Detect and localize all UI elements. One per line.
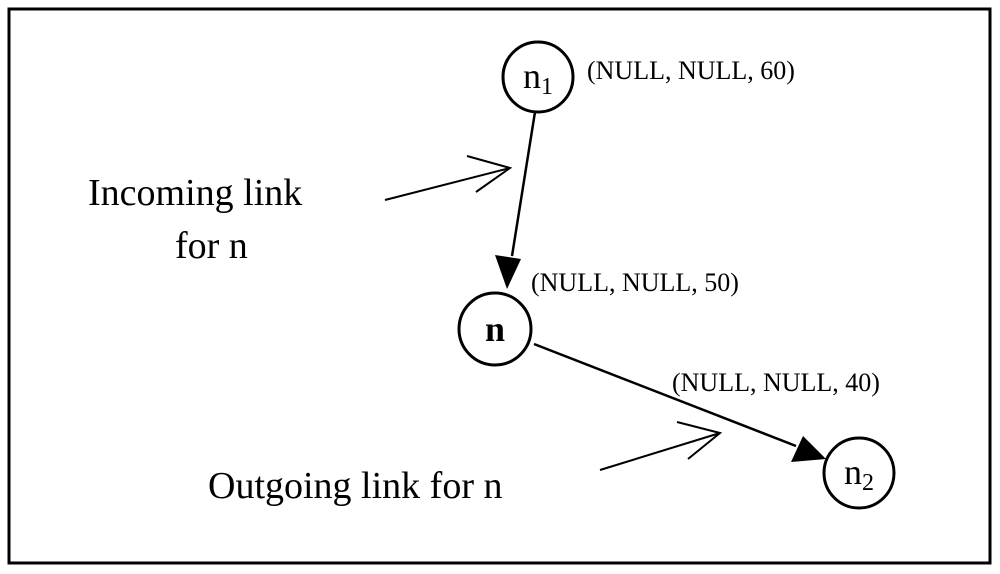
edge-n-to-n2-arrowhead: [791, 436, 826, 462]
node-n-tuple: (NULL, NULL, 50): [531, 268, 739, 297]
incoming-callout-line1: Incoming link: [88, 172, 302, 214]
incoming-callout: Incoming link for n: [88, 155, 513, 267]
edge-n1-to-n-arrowhead: [495, 255, 521, 289]
node-n: n (NULL, NULL, 50): [457, 268, 739, 367]
node-n1-circle: [501, 40, 575, 114]
outgoing-callout-text: Outgoing link for n: [208, 465, 502, 507]
node-n-label: n: [485, 309, 505, 349]
outgoing-callout-arrow: [599, 421, 723, 471]
edge-n1-to-n: [495, 111, 537, 289]
node-n2-subscript: 2: [862, 470, 874, 496]
incoming-callout-arrow: [384, 155, 513, 201]
edge-n-to-n2: [533, 342, 826, 462]
node-n1-subscript: 1: [541, 74, 553, 100]
node-n-circle: [457, 291, 533, 367]
node-n2-name: n: [844, 452, 862, 492]
outgoing-callout: Outgoing link for n: [208, 421, 723, 507]
node-n1: n1 (NULL, NULL, 60): [501, 40, 795, 114]
node-n1-name: n: [523, 56, 541, 96]
node-n2-circle: [822, 436, 896, 510]
incoming-callout-line2: for n: [175, 225, 248, 267]
node-n2-label: n2: [844, 452, 874, 496]
node-n2: n2 (NULL, NULL, 40): [672, 368, 896, 510]
node-n2-tuple: (NULL, NULL, 40): [672, 368, 880, 397]
node-n1-tuple: (NULL, NULL, 60): [587, 56, 795, 85]
node-n1-label: n1: [523, 56, 553, 100]
edge-n1-to-n-line: [510, 111, 537, 257]
edge-n-to-n2-line: [533, 342, 797, 448]
